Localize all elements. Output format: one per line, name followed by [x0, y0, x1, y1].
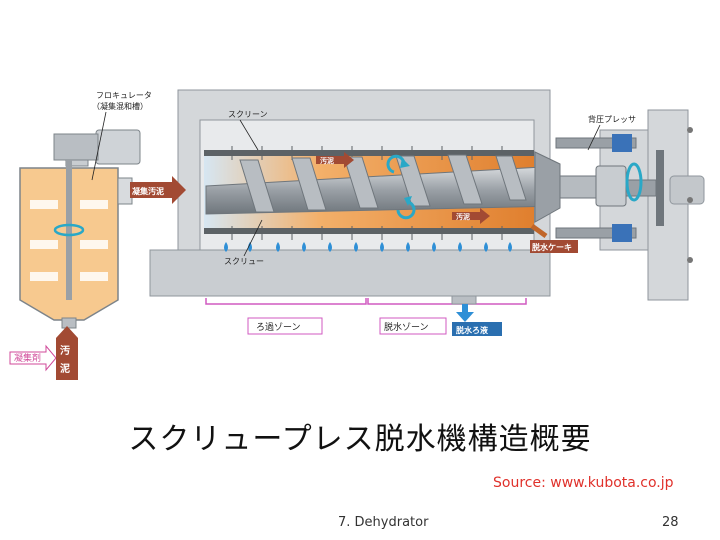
rotation-arrow-icon — [386, 154, 643, 220]
svg-text:脱水ろ液: 脱水ろ液 — [456, 325, 488, 335]
svg-text:汚泥: 汚泥 — [456, 212, 470, 221]
page-number: 28 — [662, 515, 679, 530]
label-screw: スクリュー — [224, 257, 264, 266]
svg-text:泥: 泥 — [60, 362, 70, 375]
screw-press-diagram: フロキュレータ （凝集混和槽） — [9, 89, 705, 380]
label-flocculator-sub: （凝集混和槽） — [92, 101, 148, 111]
svg-text:汚泥: 汚泥 — [320, 156, 334, 165]
sludge-flow-arrow-upper: 汚泥 — [316, 152, 354, 168]
svg-text:ろ過ゾーン: ろ過ゾーン — [256, 322, 301, 333]
sludge-inlet-arrow: 凝集汚泥 — [130, 176, 186, 204]
filtration-zone-label: ろ過ゾーン — [247, 317, 323, 335]
dewatering-zone-label: 脱水ゾーン — [379, 317, 447, 335]
coagulant-inlet: 凝集剤 — [9, 344, 57, 372]
rotation-arrowhead-icon — [400, 158, 410, 168]
cake-outlet-arrow: 脱水ケーキ — [530, 223, 578, 253]
rotation-arrow-icon — [53, 223, 85, 237]
label-flocculator: フロキュレータ — [96, 91, 152, 100]
source-credit: Source: www.kubota.co.jp — [493, 475, 674, 491]
rotation-arrowhead-icon — [404, 196, 412, 206]
water-drops — [224, 242, 512, 252]
svg-text:凝集剤: 凝集剤 — [14, 352, 41, 364]
svg-text:脱水ゾーン: 脱水ゾーン — [384, 321, 429, 333]
sludge-vertical-inlet: 汚 泥 — [56, 326, 78, 380]
svg-text:凝集汚泥: 凝集汚泥 — [132, 186, 164, 196]
footer-text: 7. Dehydrator — [338, 515, 429, 530]
back-pressure-plate — [555, 134, 637, 242]
flocculator-tank — [19, 129, 141, 329]
sludge-flow-arrow-lower: 汚泥 — [452, 208, 490, 224]
slide-title: スクリュープレス脱水機構造概要 — [128, 422, 592, 457]
label-screen: スクリーン — [228, 110, 268, 119]
zone-brackets — [205, 298, 527, 305]
svg-text:汚: 汚 — [60, 344, 70, 357]
label-back-pressure-plate: 背圧プレッサ — [588, 114, 636, 124]
svg-text:脱水ケーキ: 脱水ケーキ — [532, 242, 572, 252]
filtrate-outlet: 脱水ろ液 — [451, 295, 502, 336]
screw-shaft — [205, 150, 664, 226]
